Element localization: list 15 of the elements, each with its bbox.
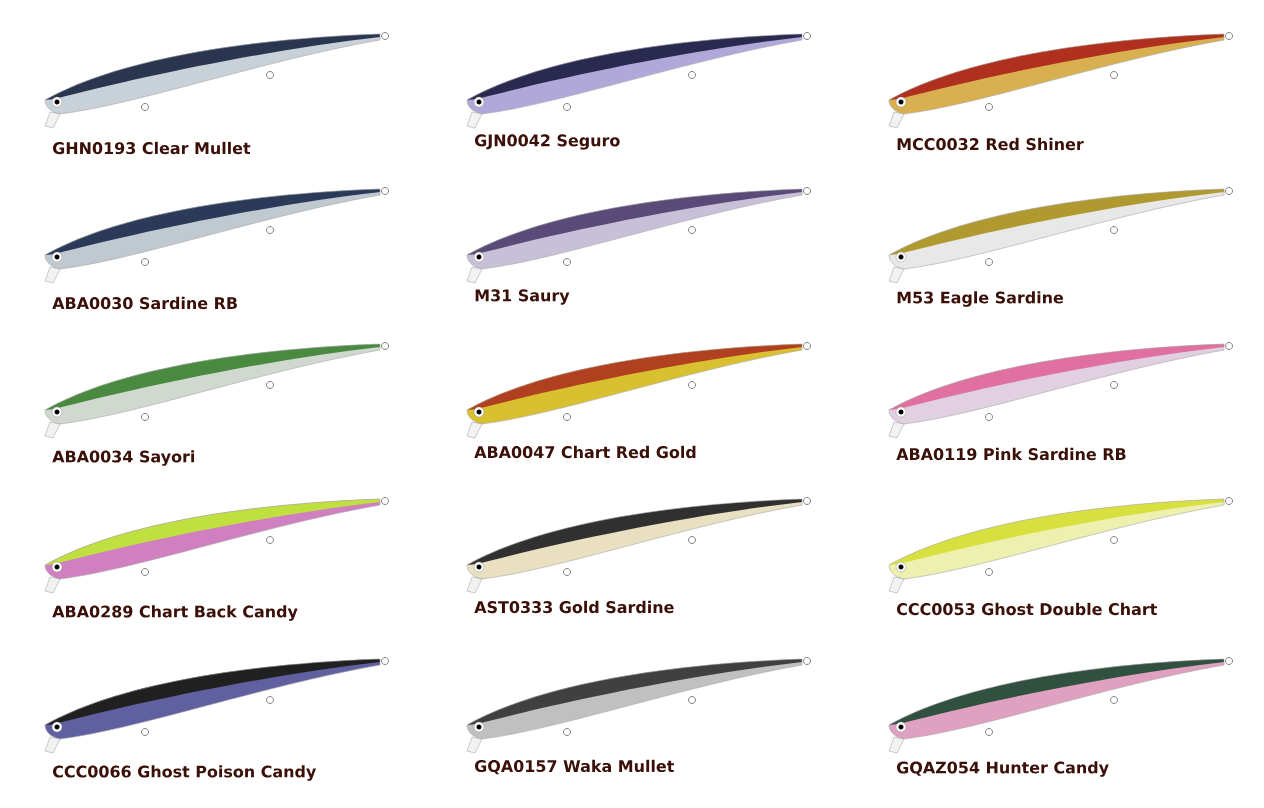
color-name: GHN0193 Clear Mullet — [53, 141, 251, 155]
color-name: GQAZ054 Hunter Candy — [897, 761, 1109, 777]
color-name: ABA0034 Sayori — [52, 450, 195, 466]
color-name: GQA0157 Waka Mullet — [475, 759, 674, 775]
color-name: ABA0047 Chart Red Gold — [474, 445, 696, 459]
color-name: GJN0042 Seguro — [475, 134, 620, 150]
color-name: CCC0066 Ghost Poison Candy — [53, 765, 316, 781]
color-name: AST0333 Gold Sardine — [474, 600, 674, 614]
color-name: ABA0119 Pink Sardine RB — [896, 447, 1126, 461]
color-name: CCC0053 Ghost Double Chart — [897, 602, 1157, 616]
color-name: ABA0289 Chart Back Candy — [52, 605, 298, 621]
color-name: M53 Eagle Sardine — [897, 291, 1064, 307]
color-name: M31 Saury — [475, 289, 570, 305]
color-name: MCC0032 Red Shiner — [897, 137, 1084, 151]
color-name: ABA0030 Sardine RB — [52, 296, 237, 310]
